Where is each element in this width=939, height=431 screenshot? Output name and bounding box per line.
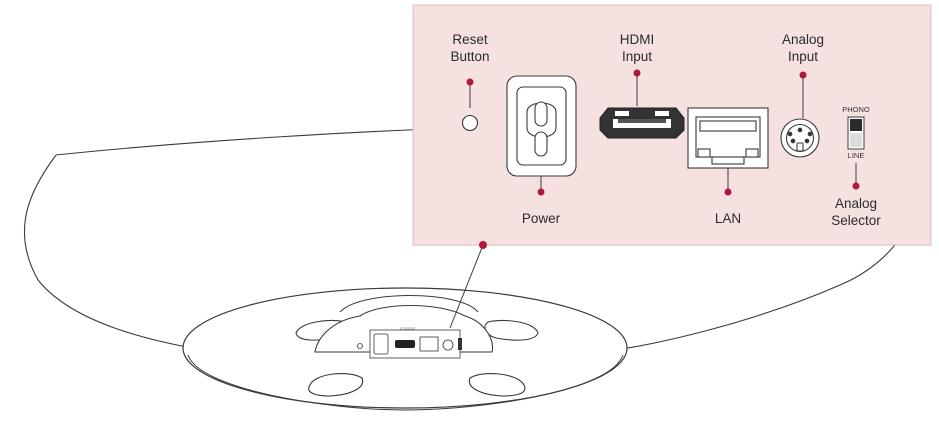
svg-text:≡ ≡≡≡≡≡: ≡ ≡≡≡≡≡ [400, 326, 416, 331]
reset-label-line2: Button [450, 49, 490, 64]
line-label: LINE [847, 151, 865, 160]
power-socket-icon [506, 75, 577, 177]
analog-selector-label: Analog Selector [821, 195, 891, 229]
reset-label-line1: Reset [452, 32, 488, 47]
analog-input-line2: Input [787, 49, 819, 64]
hub-leader-dot [479, 241, 487, 249]
lan-port-icon [687, 107, 769, 169]
power-label: Power [521, 211, 561, 226]
hdmi-label-line1: HDMI [619, 32, 655, 47]
hdmi-port-icon [599, 107, 685, 139]
base-plate-edge [187, 354, 624, 411]
analog-din-port-icon [780, 118, 820, 158]
analog-input-line1: Analog [781, 32, 825, 47]
hdmi-input-label: HDMI Input [607, 31, 667, 65]
analog-selector-line1: Analog [834, 196, 878, 211]
reset-button-icon [461, 114, 479, 132]
hdmi-label-line2: Input [621, 49, 653, 64]
lan-label: LAN [714, 211, 742, 226]
analog-input-label: Analog Input [773, 31, 833, 65]
reset-button-label: Reset Button [440, 31, 500, 65]
phono-label: PHONO [842, 105, 870, 114]
phono-line-switch-icon [847, 116, 865, 150]
analog-selector-line2: Selector [831, 213, 881, 228]
